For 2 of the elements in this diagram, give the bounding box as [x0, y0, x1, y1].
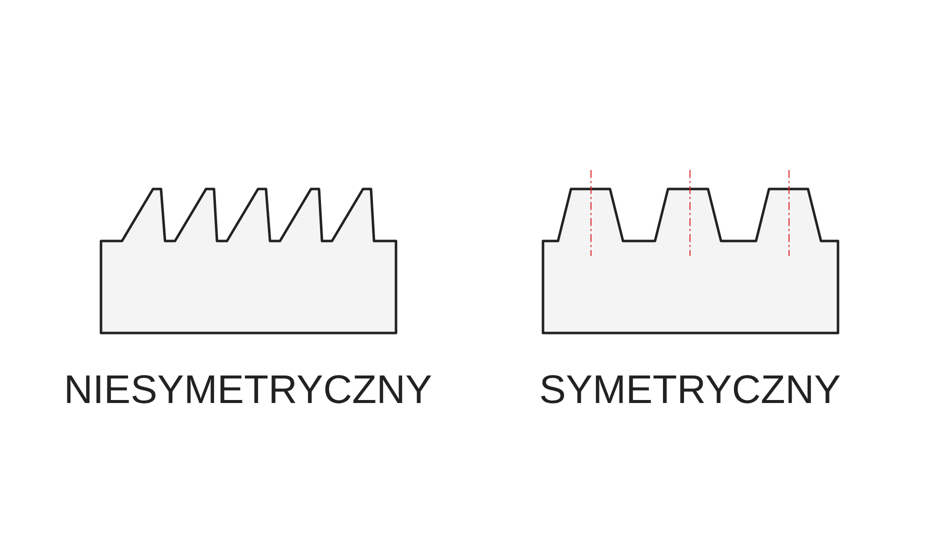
profile-label: SYMETRYCZNY: [539, 368, 841, 413]
profile-label: NIESYMETRYCZNY: [64, 368, 432, 413]
